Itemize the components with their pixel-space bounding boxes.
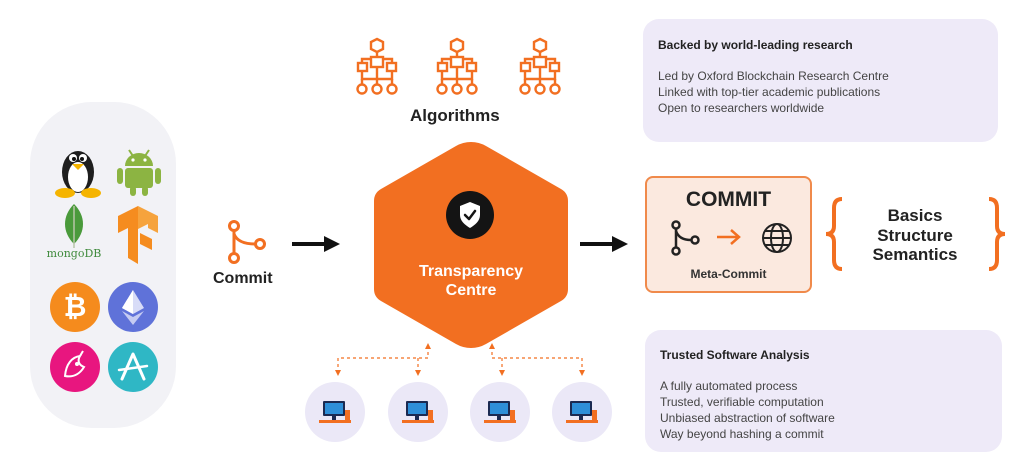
analysis-line: Trusted, verifiable computation <box>660 395 824 409</box>
computer-node <box>388 382 448 442</box>
analysis-line: A fully automated process <box>660 379 798 393</box>
mongodb-icon: mongoDB <box>44 202 104 264</box>
dashed-connectors <box>320 342 610 382</box>
left-brace-icon <box>822 196 846 272</box>
research-line: Open to researchers worldwide <box>658 101 825 115</box>
basics-label: Basics <box>887 206 943 225</box>
research-line: Led by Oxford Blockchain Research Centre <box>658 69 889 83</box>
linux-tux-icon <box>50 142 106 198</box>
research-line: Linked with top-tier academic publicatio… <box>658 85 881 99</box>
svg-text:₿: ₿ <box>64 291 87 322</box>
arrow-right-icon <box>292 234 340 254</box>
algorithms-label: Algorithms <box>410 106 500 125</box>
computer-node <box>470 382 530 442</box>
analysis-title: Trusted Software Analysis <box>660 348 810 362</box>
transparency-centre-line1: Transparency <box>418 263 524 280</box>
technology-logo-panel: mongoDB ₿ <box>30 102 176 428</box>
aave-icon <box>108 342 158 392</box>
semantics-label: Semantics <box>872 245 958 264</box>
transparency-centre-line2: Centre <box>445 282 497 299</box>
right-brace-icon <box>985 196 1009 272</box>
shield-check-icon <box>445 190 495 240</box>
research-info-box: Backed by world-leading research Led by … <box>643 19 998 142</box>
commit-box-title: COMMIT <box>685 188 772 211</box>
algorithm-icons <box>350 34 570 98</box>
analysis-info-box: Trusted Software Analysis A fully automa… <box>645 330 1002 452</box>
ethereum-icon <box>108 282 158 332</box>
meta-commit-box: COMMIT Meta-Commit <box>645 176 812 293</box>
transparency-centre-hexagon <box>365 138 577 352</box>
commit-label: Commit <box>213 270 273 287</box>
computer-node <box>552 382 612 442</box>
globe-icon <box>760 221 794 255</box>
mongodb-wordmark: mongoDB <box>46 247 102 260</box>
computer-node <box>305 382 365 442</box>
tensorflow-icon <box>110 206 166 264</box>
uniswap-icon <box>50 342 100 392</box>
analysis-line: Way beyond hashing a commit <box>660 427 824 441</box>
android-icon <box>112 144 166 198</box>
analysis-line: Unbiased abstraction of software <box>660 411 835 425</box>
bitcoin-icon: ₿ <box>50 282 100 332</box>
transparency-centre-title: Transparency Centre <box>376 262 566 300</box>
meta-commit-label: Meta-Commit <box>690 267 767 281</box>
research-title: Backed by world-leading research <box>658 38 853 52</box>
git-commit-icon <box>224 220 270 266</box>
structure-label: Structure <box>877 226 953 245</box>
arrow-right-icon <box>580 234 628 254</box>
git-commit-icon <box>669 220 701 256</box>
arrow-right-icon <box>715 228 743 246</box>
